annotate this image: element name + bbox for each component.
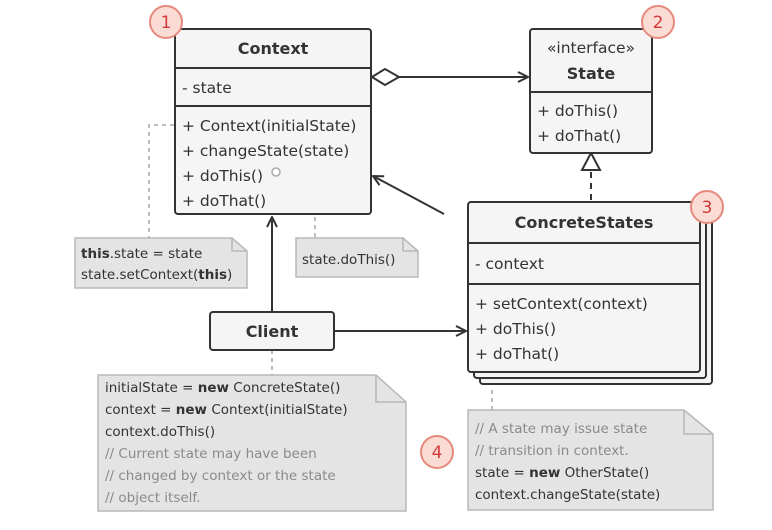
badge-4-number: 4 xyxy=(432,443,443,463)
client-class: Client xyxy=(209,311,335,351)
note-dothis: state.doThis() xyxy=(295,237,419,278)
aggregation-diamond xyxy=(370,67,402,87)
concrete-class-title: ConcreteStates xyxy=(515,213,654,232)
note-concrete: // A state may issue state // transition… xyxy=(467,409,714,511)
note-client-line-2: context = new Context(initialState) xyxy=(105,402,348,418)
badge-1-circle xyxy=(149,5,183,39)
badge-1: 1 xyxy=(149,5,183,39)
state-interface-title: State xyxy=(567,64,616,83)
note-client-comment-1: // Current state may have been xyxy=(105,446,317,462)
context-class-title: Context xyxy=(238,39,309,58)
note-concrete-comment-1: // A state may issue state xyxy=(475,421,647,437)
note-concrete-line-3: state = new OtherState() xyxy=(475,465,649,481)
badge-2: 2 xyxy=(641,5,675,39)
state-stereotype: «interface» xyxy=(547,39,635,57)
note-client-comment-3: // object itself. xyxy=(105,490,200,506)
note-concrete-shape xyxy=(467,409,714,511)
note-client-comment-2: // changed by context or the state xyxy=(105,468,336,484)
note-dothis-line-1: state.doThis() xyxy=(302,252,395,268)
concrete-method: + doThis() xyxy=(475,320,556,338)
context-method: + doThat() xyxy=(182,192,266,210)
badge-1-number: 1 xyxy=(161,13,172,33)
badge-3: 3 xyxy=(690,190,724,224)
note-constructor-line-1: this.state = state xyxy=(81,246,202,262)
context-field-state: - state xyxy=(182,79,232,97)
client-title: Client xyxy=(246,322,299,341)
note-link-constructor xyxy=(148,124,182,238)
badge-3-number: 3 xyxy=(702,198,713,218)
concrete-class-box xyxy=(467,201,701,373)
concrete-method: + setContext(context) xyxy=(475,295,648,313)
realization-triangle xyxy=(580,150,602,171)
badge-4-circle xyxy=(420,435,454,469)
state-interface: «interface» State + doThis() + doThat() xyxy=(529,28,653,154)
concrete-field-context: - context xyxy=(475,255,544,273)
note-constructor-shape xyxy=(74,237,248,289)
client-box xyxy=(209,311,335,351)
note-client: initialState = new ConcreteState() conte… xyxy=(97,374,407,512)
note-client-line-3: context.doThis() xyxy=(105,424,215,440)
context-method: + Context(initialState) xyxy=(182,117,356,135)
context-class: Context - state + Context(initialState) … xyxy=(174,28,372,215)
note-client-shape xyxy=(97,374,407,512)
state-method: + doThis() xyxy=(537,102,618,120)
badge-4: 4 xyxy=(420,435,454,469)
context-method: + changeState(state) xyxy=(182,142,349,160)
note-dothis-shape xyxy=(295,237,419,278)
context-class-box xyxy=(174,28,372,215)
context-method: + doThis() xyxy=(182,167,263,185)
relations xyxy=(272,67,602,331)
note-anchor-dot xyxy=(271,167,281,177)
badge-2-number: 2 xyxy=(653,13,664,33)
note-concrete-comment-2: // transition in context. xyxy=(475,443,629,459)
state-method: + doThat() xyxy=(537,127,621,145)
concrete-method: + doThat() xyxy=(475,345,559,363)
note-client-line-1: initialState = new ConcreteState() xyxy=(105,380,340,396)
note-concrete-line-4: context.changeState(state) xyxy=(475,487,660,503)
note-constructor-line-2: state.setContext(this) xyxy=(81,267,232,283)
concrete-states-class: ConcreteStates - context + setContext(co… xyxy=(467,201,713,385)
concrete-to-context-line xyxy=(373,176,445,215)
badge-2-circle xyxy=(641,5,675,39)
badge-3-circle xyxy=(690,190,724,224)
note-constructor: this.state = state state.setContext(this… xyxy=(74,237,248,289)
